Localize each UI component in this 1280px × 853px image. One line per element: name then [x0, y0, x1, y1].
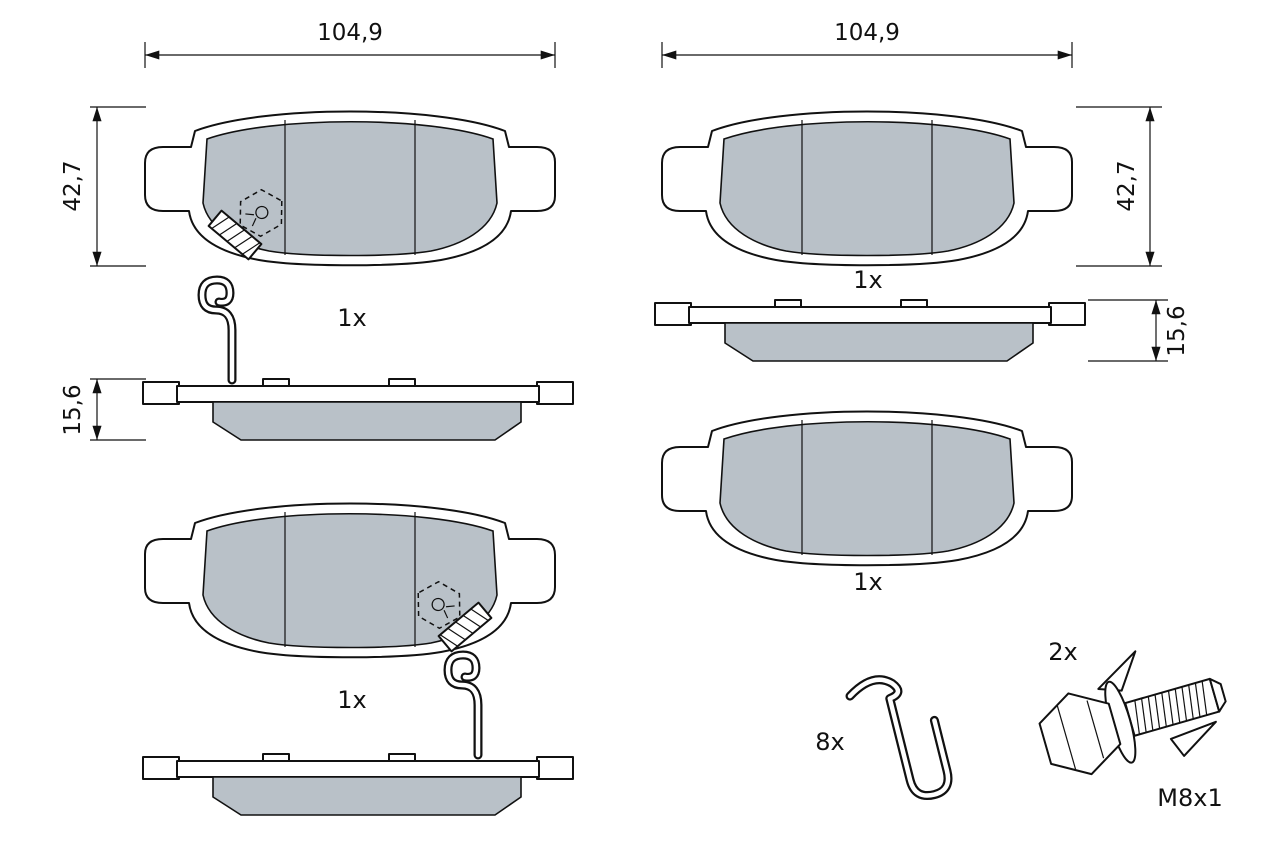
pad-side-right-middle [654, 299, 1086, 362]
retaining-spring-part [845, 675, 953, 800]
pad-side-bottom-left [142, 753, 574, 816]
dimension-left-height: 42,7 [60, 106, 146, 267]
retaining-spring-wire-core [847, 677, 951, 798]
pad-side-left-middle [142, 378, 574, 441]
qty-label-spring: 8x [815, 728, 844, 756]
thread-line [1154, 694, 1161, 729]
dimension-left-thickness: 15,6 [60, 378, 146, 441]
thread-line [1134, 700, 1141, 735]
dimension-top-right-width: 104,9 [661, 20, 1073, 68]
hex-facet-line [1056, 705, 1077, 770]
dimension-top-left-width: 104,9 [144, 20, 556, 68]
dimension-right-height: 42,7 [1076, 106, 1162, 267]
thread-line [1194, 682, 1201, 718]
bolt-thread-label: M8x1 [1157, 784, 1222, 812]
qty-label-pad: 1x [853, 266, 882, 294]
thread-line [1140, 698, 1147, 733]
hex-facet-line [1086, 700, 1105, 759]
thread-line [1188, 684, 1194, 720]
thread-line [1201, 680, 1208, 716]
pad-front-top-right [661, 110, 1073, 267]
dimension-label-thickness: 15,6 [60, 384, 86, 435]
dimension-label-thickness: 15,6 [1164, 305, 1190, 356]
dimension-label-width: 104,9 [834, 20, 900, 46]
thread-line [1161, 692, 1167, 727]
thread-line [1181, 686, 1188, 721]
qty-label-pad: 1x [337, 686, 366, 714]
caliper-bolt-part [1038, 650, 1227, 776]
thread-line [1174, 688, 1181, 723]
qty-label-pad: 1x [337, 304, 366, 332]
dimension-label-height: 42,7 [60, 160, 86, 211]
spring-clip-left-middle [202, 280, 232, 380]
pad-front-bottom-left [144, 502, 556, 659]
pad-front-bottom-right [661, 410, 1073, 567]
bolt-tip [1208, 677, 1227, 713]
dimension-label-width: 104,9 [317, 20, 383, 46]
spring-clip-bottom-left [448, 655, 478, 755]
thread-line [1147, 696, 1154, 731]
qty-label-pad: 1x [853, 568, 882, 596]
dimension-right-thickness: 15,6 [1088, 299, 1190, 362]
pad-front-top-left [144, 110, 556, 267]
qty-label-bolt: 2x [1048, 638, 1077, 666]
thread-line [1167, 690, 1174, 725]
bolt-clip-prong [1169, 720, 1217, 757]
dimension-label-height: 42,7 [1114, 160, 1140, 211]
